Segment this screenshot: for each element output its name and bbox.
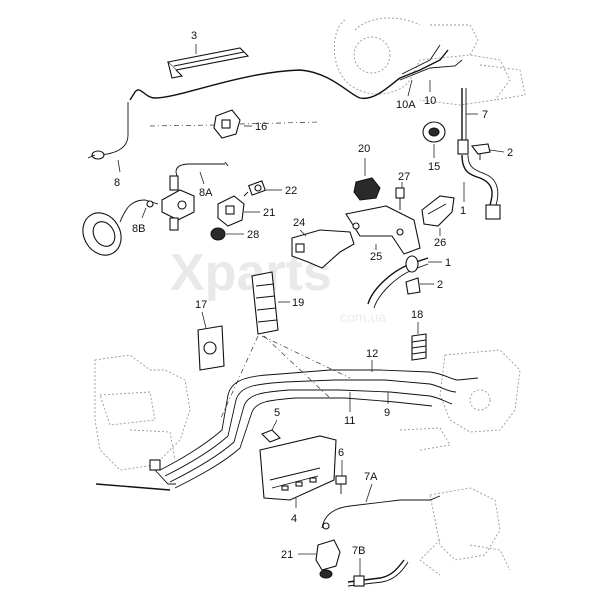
abs-unit-ghost-bottom bbox=[419, 487, 511, 576]
callout-21-top: 21 bbox=[263, 207, 275, 219]
callout-12: 12 bbox=[366, 348, 378, 360]
callout-10a: 10A bbox=[396, 99, 416, 111]
callout-8b: 8B bbox=[132, 223, 145, 235]
callout-10: 10 bbox=[424, 95, 436, 107]
part-27-bolt bbox=[395, 187, 405, 210]
callout-7a: 7A bbox=[364, 471, 378, 483]
part-2-clip-top bbox=[470, 143, 491, 160]
callout-17: 17 bbox=[195, 299, 207, 311]
part-22-bleed-screw bbox=[243, 180, 266, 197]
brake-pipe-upper bbox=[94, 44, 463, 156]
part-7a-pipe bbox=[321, 495, 441, 530]
callout-5: 5 bbox=[274, 407, 280, 419]
part-18-spring-clip bbox=[411, 333, 427, 361]
callout-21-bottom: 21 bbox=[281, 549, 293, 561]
part-16-clip bbox=[213, 109, 241, 139]
callout-9: 9 bbox=[384, 407, 390, 419]
callout-26: 26 bbox=[434, 237, 446, 249]
callout-25: 25 bbox=[370, 251, 382, 263]
part-8b-pipe bbox=[119, 199, 159, 223]
callout-20: 20 bbox=[358, 143, 370, 155]
part-5-clip bbox=[261, 429, 281, 443]
callout-1-top: 1 bbox=[460, 205, 466, 217]
part-21-bracket-bottom bbox=[315, 539, 341, 579]
part-24-bracket bbox=[291, 229, 355, 269]
part-28-grommet bbox=[210, 227, 226, 241]
callout-22: 22 bbox=[285, 185, 297, 197]
callout-6: 6 bbox=[338, 447, 344, 459]
callout-28: 28 bbox=[247, 229, 259, 241]
callout-4: 4 bbox=[291, 513, 297, 525]
part-25-bracket bbox=[345, 205, 421, 255]
callout-15: 15 bbox=[428, 161, 440, 173]
abs-unit-ghost-right bbox=[399, 349, 521, 451]
callout-7b: 7B bbox=[352, 545, 365, 557]
watermark-domain: com.ua bbox=[340, 309, 386, 325]
part-7-hose-upper bbox=[457, 88, 501, 220]
part-17-clip bbox=[197, 325, 225, 371]
callout-7: 7 bbox=[482, 109, 488, 121]
part-21-bracket bbox=[217, 195, 245, 227]
part-2-clip-mid bbox=[405, 277, 421, 295]
part-1-hose-mid bbox=[367, 255, 429, 309]
t-piece-fitting bbox=[161, 175, 195, 231]
pipe-end-8-fitting bbox=[87, 150, 105, 160]
part-4-shield bbox=[259, 435, 337, 501]
callout-24: 24 bbox=[293, 217, 305, 229]
part-8a-pipe bbox=[175, 161, 229, 183]
part-19-retainer bbox=[251, 271, 279, 335]
brake-pipes-lower bbox=[159, 369, 479, 489]
callout-8: 8 bbox=[114, 177, 120, 189]
part-15-grommet bbox=[422, 121, 446, 143]
part-26-heat-shield bbox=[421, 195, 455, 227]
callout-2-top: 2 bbox=[507, 147, 513, 159]
callout-8a: 8A bbox=[199, 187, 213, 199]
part-7b-hose bbox=[347, 559, 409, 587]
dust-cap-8b bbox=[82, 212, 122, 256]
part-20-rubber-mount bbox=[353, 177, 381, 201]
master-cylinder-ghost-top bbox=[333, 17, 526, 106]
callout-19: 19 bbox=[292, 297, 304, 309]
callout-3: 3 bbox=[191, 30, 197, 42]
pipe-lower-left-end bbox=[95, 459, 176, 491]
part-3-sleeve bbox=[166, 47, 250, 79]
callout-16: 16 bbox=[255, 121, 267, 133]
part-6-screw bbox=[335, 475, 347, 494]
callout-labels: 3 16 8 8A 22 8B 21 28 10A 10 7 2 15 1 20… bbox=[114, 30, 513, 561]
callout-27: 27 bbox=[398, 171, 410, 183]
callout-2-mid: 2 bbox=[437, 279, 443, 291]
leader-lines bbox=[117, 44, 505, 576]
callout-1-mid: 1 bbox=[445, 257, 451, 269]
callout-11: 11 bbox=[344, 415, 355, 427]
master-cylinder-ghost-left bbox=[94, 354, 191, 471]
callout-18: 18 bbox=[411, 309, 423, 321]
